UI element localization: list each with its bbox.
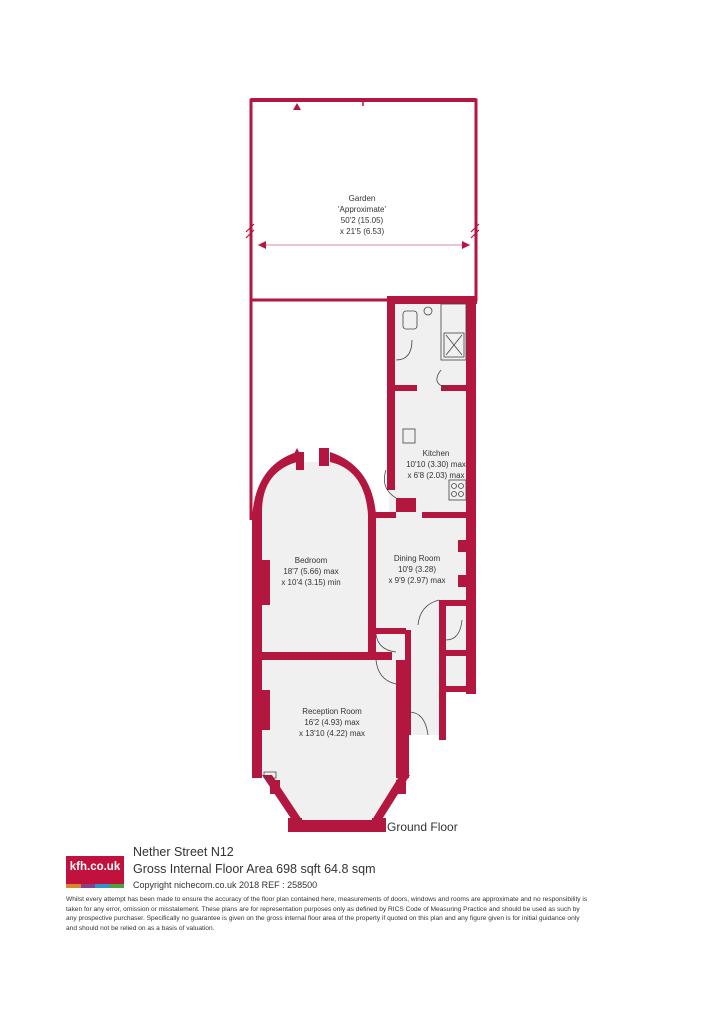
building-floor — [262, 300, 474, 820]
logo-bar-purple — [80, 884, 95, 888]
reception-dim2: x 13'10 (4.22) max — [299, 729, 365, 738]
garden-dim2: x 21'5 (6.53) — [340, 227, 385, 236]
logo-bar-blue — [95, 884, 110, 888]
garden-dim1: 50'2 (15.05) — [341, 216, 384, 225]
reception-name: Reception Room — [302, 707, 362, 716]
logo-bar-orange — [66, 884, 81, 888]
dining-name: Dining Room — [394, 554, 441, 563]
dining-dim1: 10'9 (3.28) — [398, 565, 436, 574]
garden-name: Garden — [349, 194, 376, 203]
dining-dim2: x 9'9 (2.97) max — [388, 576, 445, 585]
reception-dim1: 16'2 (4.93) max — [304, 718, 359, 727]
room-labels: Garden 'Approximate' 50'2 (15.05) x 21'5… — [281, 194, 466, 834]
garden-qualifier: 'Approximate' — [338, 205, 386, 214]
doors — [263, 339, 467, 779]
floor-area: Gross Internal Floor Area 698 sqft 64.8 … — [133, 862, 376, 876]
property-address: Nether Street N12 — [133, 845, 234, 859]
bedroom-name: Bedroom — [295, 556, 328, 565]
kitchen-dim2: x 6'8 (2.03) max — [407, 471, 464, 480]
disclaimer-text: Whilst every attempt has been made to en… — [66, 896, 588, 932]
kitchen-name: Kitchen — [423, 449, 450, 458]
garden-area — [245, 98, 480, 520]
copyright-text: Copyright nichecom.co.uk 2018 REF : 2585… — [133, 880, 318, 890]
logo-text: kfh.co.uk — [69, 861, 121, 873]
bedroom-dim1: 18'7 (5.66) max — [283, 567, 338, 576]
walls — [252, 296, 477, 832]
kitchen-dim1: 10'10 (3.30) max — [406, 460, 466, 469]
kfh-logo: kfh.co.uk — [66, 856, 124, 888]
logo-bar-green — [109, 884, 124, 888]
bedroom-dim2: x 10'4 (3.15) min — [281, 578, 340, 587]
floor-label: Ground Floor — [387, 820, 458, 834]
